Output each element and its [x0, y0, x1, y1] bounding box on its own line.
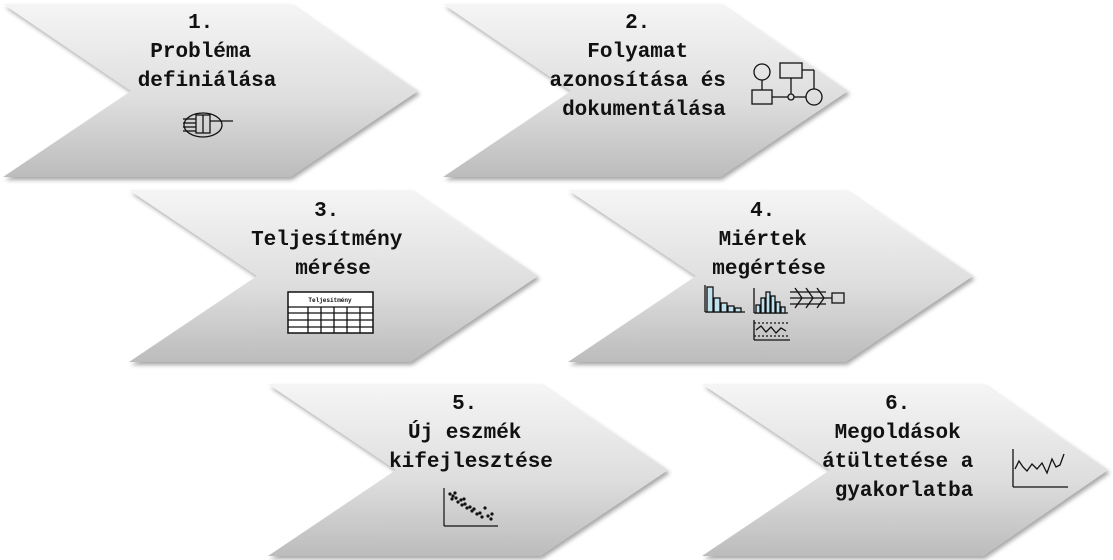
process-block-icon	[183, 112, 233, 138]
step-4-number: 4.	[750, 200, 775, 223]
step-5: 5. Új eszmék kifejlesztése	[268, 384, 668, 556]
step-3: 3. Teljesítmény mérése Teljesítmény	[129, 190, 538, 362]
svg-text:2. Folyamat azonos: 2. Folyamat azonosítása és dokumentálása	[549, 12, 738, 122]
step-5-line-1: Új eszmék	[408, 421, 521, 445]
control-chart-icon	[753, 320, 790, 341]
line-chart-icon	[1012, 449, 1068, 488]
svg-text:1. Probléma defini: 1. Probléma definiálása	[138, 12, 277, 93]
svg-text:6. Megoldások átül: 6. Megoldások átültetése a gyakorlatba	[822, 393, 986, 503]
step-2-line-2: azonosítása és	[549, 70, 725, 93]
step-1-chevron	[3, 4, 418, 177]
step-2-line-3: dokumentálása	[562, 99, 726, 122]
step-5-chevron	[268, 384, 668, 556]
step-4-line-2: megértése	[712, 258, 825, 281]
step-6-line-1: Megoldások	[835, 422, 961, 445]
step-2-line-1: Folyamat	[587, 41, 688, 64]
step-3-chevron	[129, 190, 538, 362]
step-6-line-2: átültetése a	[822, 451, 974, 474]
step-6-chevron	[702, 384, 1108, 556]
step-6: 6. Megoldások átültetése a gyakorlatba	[702, 384, 1108, 556]
step-2: 2. Folyamat azonosítása és dokumentálása	[443, 4, 848, 177]
svg-text:4. Miértek megérté: 4. Miértek megértése	[712, 200, 825, 281]
flowchart-icon	[751, 62, 823, 106]
step-4-chevron	[568, 190, 973, 362]
step-1: 1. Probléma definiálása	[3, 4, 418, 177]
step-1-number: 1.	[188, 12, 213, 35]
step-3-number: 3.	[314, 200, 339, 223]
data-table-icon: Teljesítmény	[287, 291, 374, 334]
svg-text:3. Teljesítmény mé: 3. Teljesítmény mérése	[251, 200, 415, 281]
step-2-chevron	[443, 4, 848, 177]
step-2-number: 2.	[625, 12, 650, 35]
step-1-line-2: definiálása	[138, 70, 277, 93]
step-6-number: 6.	[885, 393, 910, 416]
step-3-line-1: Teljesítmény	[251, 229, 403, 252]
scatter-plot-icon	[443, 488, 498, 527]
step-6-line-3: gyakorlatba	[835, 480, 974, 503]
step-4-line-1: Miértek	[719, 229, 807, 252]
pareto-chart-icon	[704, 285, 745, 313]
step-4: 4. Miértek megértése	[568, 190, 973, 362]
analysis-charts-icon	[704, 285, 845, 341]
fishbone-icon	[790, 287, 845, 309]
histogram-icon	[753, 288, 788, 314]
svg-text:5. Új eszmék kifej: 5. Új eszmék kifejlesztése	[389, 393, 553, 474]
table-icon-caption: Teljesítmény	[308, 297, 352, 304]
step-1-line-1: Probléma	[150, 41, 251, 64]
step-5-number: 5.	[452, 393, 477, 416]
step-5-line-2: kifejlesztése	[389, 451, 553, 474]
step-3-line-2: mérése	[295, 258, 371, 281]
